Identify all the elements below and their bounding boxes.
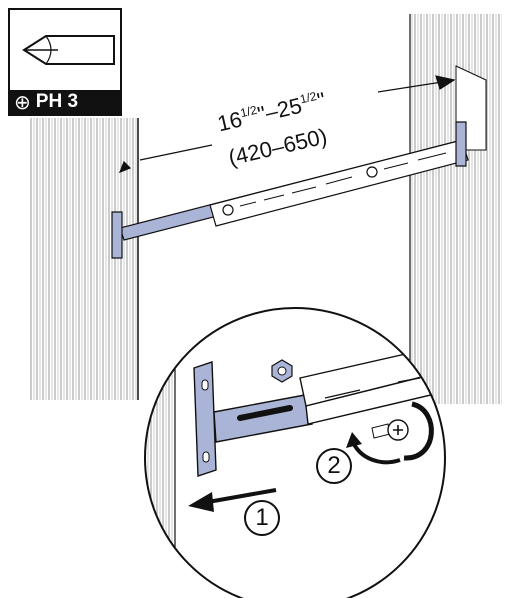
tool-label: ⊕ PH 3 — [10, 90, 120, 114]
step-1-badge: 1 — [244, 500, 280, 536]
left-cabinet-wall — [30, 118, 139, 400]
phillips-screwdriver-icon — [22, 35, 115, 65]
screw-icon — [371, 419, 409, 441]
dimension-lines — [118, 75, 456, 174]
tool-size-label: PH 3 — [35, 91, 79, 112]
detail-magnifier — [144, 307, 446, 598]
right-cabinet-wall — [409, 14, 502, 404]
step-2-badge: 2 — [316, 448, 352, 484]
telescopic-rail — [111, 121, 469, 259]
tool-indicator: ⊕ PH 3 — [8, 8, 122, 116]
phillips-symbol-icon: ⊕ — [14, 90, 31, 114]
